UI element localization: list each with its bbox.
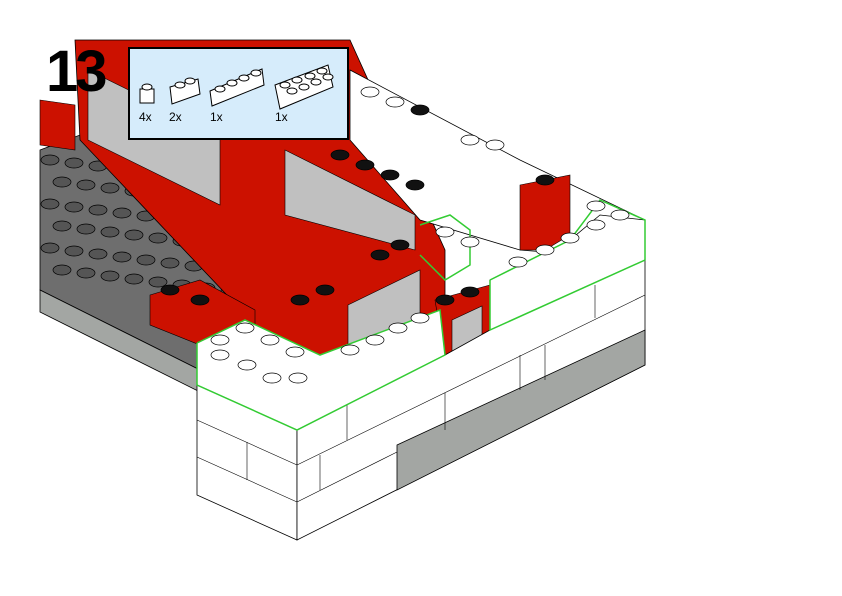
stud [40, 242, 60, 254]
stud [148, 232, 168, 244]
stud [535, 244, 555, 256]
red-window-right [519, 174, 571, 251]
stud [40, 154, 60, 166]
stud [76, 179, 96, 191]
stud [76, 223, 96, 235]
stud [388, 322, 408, 334]
stud [100, 270, 120, 282]
part-quantity: 4x [139, 110, 152, 124]
stud [112, 207, 132, 219]
stud [460, 236, 480, 248]
stud [88, 204, 108, 216]
stud [290, 294, 310, 306]
part-quantity: 1x [210, 110, 223, 124]
stud [508, 256, 528, 268]
brick-1x4-icon [209, 68, 265, 107]
stud [160, 257, 180, 269]
new-brick-highlight-middle [419, 214, 471, 281]
stud [586, 200, 606, 212]
stud [190, 294, 210, 306]
stud [64, 201, 84, 213]
stud [160, 284, 180, 296]
stud [355, 159, 375, 171]
stud [340, 344, 360, 356]
stud [40, 198, 60, 210]
stud [52, 220, 72, 232]
stud [560, 232, 580, 244]
step-number: 13 [46, 39, 107, 104]
red-block-left [39, 99, 76, 151]
stud [410, 312, 430, 324]
gray-base-section [396, 329, 646, 491]
stud [235, 322, 255, 334]
stud [262, 372, 282, 384]
stud [315, 284, 335, 296]
parts-list-panel: 4x 2x 1x 1x [128, 47, 349, 140]
brick-1x1-icon [139, 83, 155, 104]
stud [260, 334, 280, 346]
stud [610, 209, 630, 221]
stud [100, 182, 120, 194]
stud [405, 179, 425, 191]
stud [136, 254, 156, 266]
stud [360, 86, 380, 98]
brick-1x2-icon [169, 77, 201, 105]
stud [124, 229, 144, 241]
stud [100, 226, 120, 238]
stud [76, 267, 96, 279]
stud [64, 157, 84, 169]
brick-lines [196, 285, 646, 503]
window-glass-2 [284, 149, 416, 251]
stud [460, 286, 480, 298]
stud [435, 226, 455, 238]
stud [112, 251, 132, 263]
stud [210, 334, 230, 346]
stud [64, 245, 84, 257]
stud [390, 239, 410, 251]
stud [148, 276, 168, 288]
brick-2x4-icon [274, 64, 334, 110]
stud [535, 174, 555, 186]
stud [485, 139, 505, 151]
stud [88, 248, 108, 260]
stud [365, 334, 385, 346]
stud [370, 249, 390, 261]
parts-illustrations [139, 64, 334, 110]
wall-studs [160, 86, 630, 384]
stud [210, 349, 230, 361]
stud [52, 176, 72, 188]
stud [385, 96, 405, 108]
new-bricks-highlight [196, 308, 446, 431]
stud [52, 264, 72, 276]
stud [380, 169, 400, 181]
part-quantity: 2x [169, 110, 182, 124]
stud [285, 346, 305, 358]
stud [460, 134, 480, 146]
stud [586, 219, 606, 231]
part-quantity: 1x [275, 110, 288, 124]
stud [330, 149, 350, 161]
stud [124, 273, 144, 285]
stud [288, 372, 308, 384]
stud [237, 359, 257, 371]
stud [410, 104, 430, 116]
stud [435, 294, 455, 306]
